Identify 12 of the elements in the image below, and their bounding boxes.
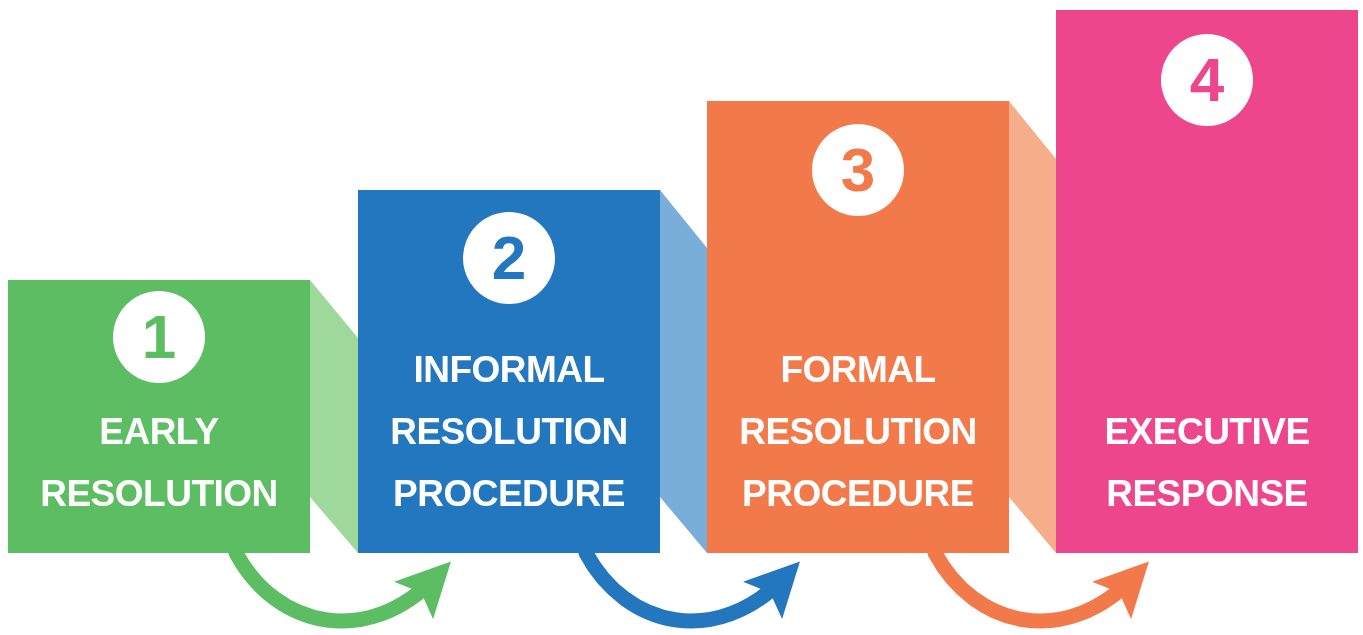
step-number: 4 [1161,34,1253,126]
step-number: 3 [812,124,904,216]
step-number: 2 [463,212,555,304]
step-block [707,101,1009,553]
step-title: EARLY RESOLUTION [39,410,279,516]
step-title: EXECUTIVE RESPONSE [1103,410,1311,516]
step-title: INFORMAL RESOLUTION PROCEDURE [389,348,629,516]
step-block [358,190,660,553]
step-block [1056,10,1358,553]
step-title: FORMAL RESOLUTION PROCEDURE [738,348,978,516]
step-block [8,280,310,553]
step-number: 1 [113,291,205,383]
